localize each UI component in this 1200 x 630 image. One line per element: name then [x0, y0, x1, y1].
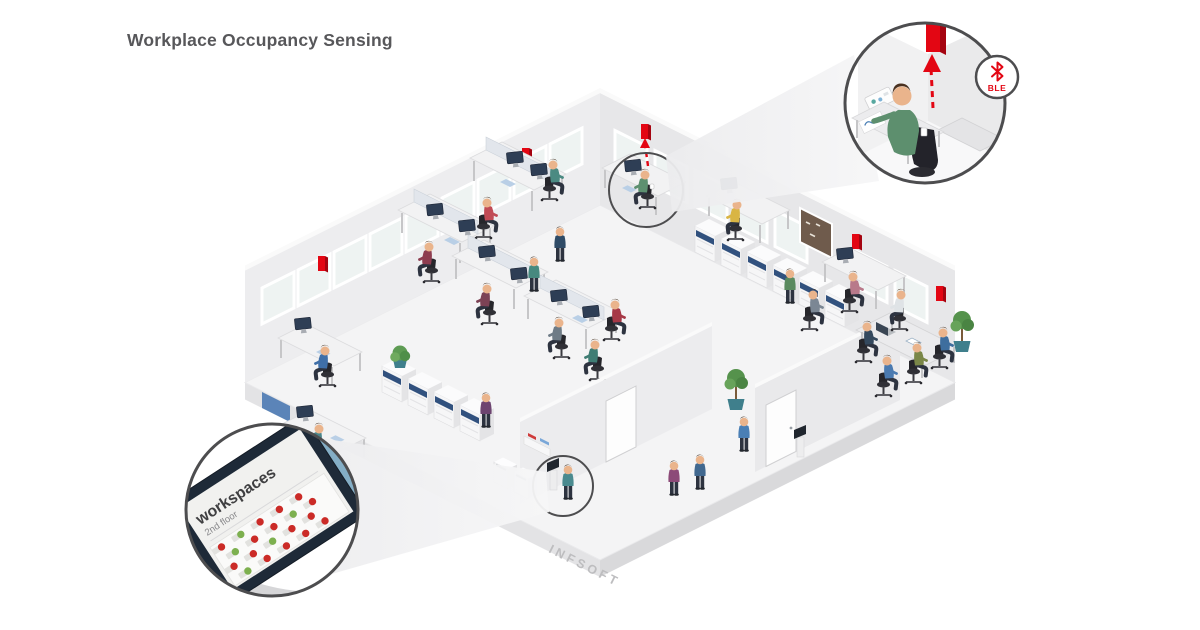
callout-beam-top — [666, 55, 879, 212]
occupancy-dot-free — [289, 510, 297, 518]
pinboard-notes — [805, 221, 821, 238]
ble-beacon-icon — [318, 256, 328, 273]
occupancy-dot-occupied — [263, 554, 271, 563]
occupancy-dot-occupied — [275, 505, 284, 514]
ble-label: BLE — [988, 83, 1007, 93]
desk-left-corner — [262, 392, 367, 472]
privacy-screen — [262, 392, 290, 422]
ble-beacon-icon — [852, 234, 862, 251]
desk-cluster — [397, 188, 499, 285]
desk-left-wall — [277, 316, 363, 389]
ble-beacon-icon — [936, 286, 946, 303]
occupancy-dot-occupied — [288, 524, 296, 533]
occupancy-dot-free — [268, 537, 277, 545]
occupancy-dot-free — [244, 567, 252, 575]
bluetooth-icon — [991, 61, 1004, 82]
ble-beacon-icon — [641, 124, 651, 141]
ble-beacon-icon — [926, 23, 940, 52]
occupancy-dot-occupied — [294, 493, 303, 501]
wall-left-top — [245, 88, 600, 271]
ble-badge: BLE — [974, 54, 1020, 100]
occupancy-dot-occupied — [249, 550, 258, 558]
door — [605, 385, 637, 463]
ble-tag — [649, 183, 655, 190]
occupancy-dot-occupied — [302, 529, 310, 538]
occupancy-dot-free — [231, 547, 240, 556]
occupancy-dot-occupied — [321, 517, 329, 525]
meeting-room — [755, 286, 974, 472]
door-handle — [789, 426, 793, 430]
desk-cluster — [523, 256, 627, 383]
occupancy-dot-occupied — [282, 542, 291, 550]
ble-signal-arrowhead — [640, 138, 650, 148]
occupancy-dot-occupied — [230, 562, 238, 570]
page-title: Workplace Occupancy Sensing — [127, 30, 393, 50]
tablet-callout-circle — [184, 422, 360, 598]
door — [765, 389, 797, 468]
ble-tag — [920, 127, 928, 137]
desk-cluster — [469, 136, 567, 212]
floor-slab-side-right — [600, 382, 955, 577]
occupancy-dot-occupied — [307, 512, 315, 520]
occupancy-dot-grid — [211, 493, 329, 579]
desk-highlighted-employee — [601, 153, 687, 216]
corridor — [493, 322, 750, 505]
occupancy-dot-occupied — [217, 543, 226, 551]
occupancy-dot-occupied — [250, 535, 259, 543]
ble-callout-circle — [843, 21, 1007, 185]
reception-counter — [523, 435, 551, 458]
ble-callout: BLE — [843, 21, 1020, 185]
ble-signal-arrowhead — [923, 54, 941, 72]
tablet: workspaces 2nd floor — [186, 424, 358, 596]
occupancy-dot-occupied — [270, 522, 278, 531]
occupancy-dot-occupied — [256, 518, 264, 526]
tablet-callout: workspaces 2nd floor — [184, 422, 360, 598]
occupancy-dot-occupied — [308, 497, 317, 506]
ble-signal-arrow — [929, 67, 935, 109]
occupancy-dot-free — [237, 530, 245, 539]
worker-figure — [887, 110, 919, 156]
